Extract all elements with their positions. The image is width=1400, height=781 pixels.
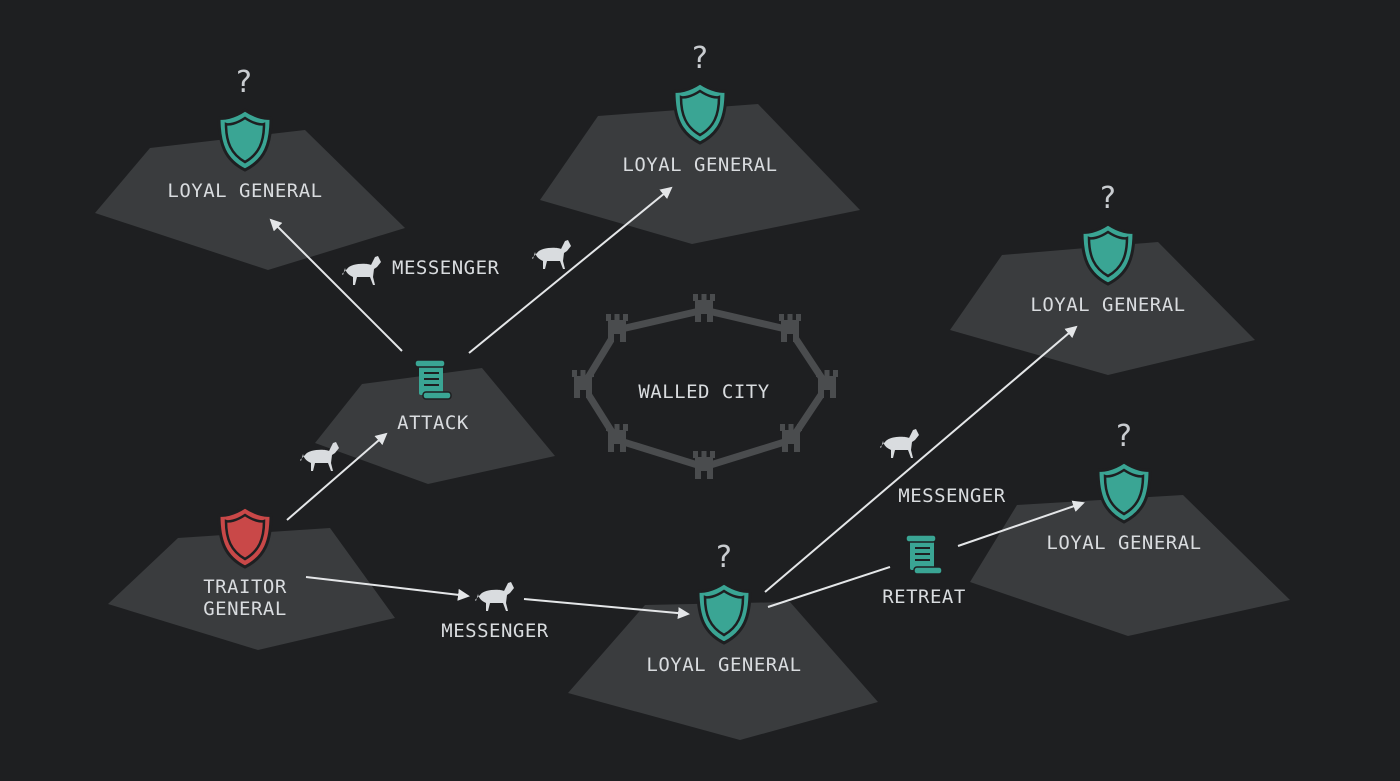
message-arrows [269,186,1085,620]
loyal-general-3: ? LOYAL GENERAL [1030,181,1185,316]
arrow-g5-to-retreat [767,566,891,608]
arrow-attack-to-g2 [468,186,673,354]
arrow-retreat-to-g4 [957,500,1085,547]
unknown-status: ? [236,65,252,100]
retreat-order: RETREAT [882,534,966,608]
horse-icon [532,240,571,269]
unknown-status: ? [1100,181,1116,216]
arrow-g5-to-g3 [764,325,1078,593]
arrow-traitor-to-g5-b [523,598,690,620]
general-label: LOYAL GENERAL [1046,532,1201,554]
attack-label: ATTACK [397,412,469,434]
platform-attack [315,368,555,484]
traitor-label-line2: GENERAL [203,598,287,620]
platform-g3 [950,242,1255,375]
tower-icon [693,294,715,322]
horse-icon [475,582,514,611]
messenger-3: MESSENGER [880,429,1006,507]
loyal-general-5: ? LOYAL GENERAL [646,540,801,676]
messenger-label: MESSENGER [441,620,549,642]
tower-icon [816,370,838,398]
tower-icon [572,370,594,398]
messenger-2: MESSENGER [441,582,549,642]
arrow-traitor-to-attack [286,432,388,521]
tower-icon [780,424,802,452]
tower-icon [606,314,628,342]
platform-g4 [970,495,1290,636]
arrow-traitor-to-g5 [305,576,470,601]
platform-g5 [568,602,878,740]
loyal-general-1: ? LOYAL GENERAL [167,65,322,202]
platform-traitor [108,528,395,650]
arrow-attack-to-g1 [269,218,403,352]
tower-icon [606,424,628,452]
city-label: WALLED CITY [638,381,769,403]
horse-icon [300,442,339,471]
unknown-status: ? [1116,419,1132,454]
horse-icon [342,256,381,285]
walled-city: WALLED CITY [572,294,838,479]
scroll-icon [905,534,943,575]
attack-order: ATTACK [397,359,469,434]
unknown-status: ? [692,41,708,76]
general-label: LOYAL GENERAL [167,180,322,202]
platform-g2 [540,104,860,244]
loyal-general-2: ? LOYAL GENERAL [622,41,777,176]
tower-icon [693,451,715,479]
tower-icon [779,314,801,342]
messenger-label: MESSENGER [392,257,500,279]
unknown-status: ? [716,540,732,575]
traitor-general: TRAITOR GENERAL [203,505,287,620]
retreat-label: RETREAT [882,586,966,608]
traitor-label-line1: TRAITOR [203,576,287,598]
platform-g1 [95,130,405,270]
messenger-label: MESSENGER [898,485,1006,507]
messenger-1: MESSENGER [342,256,500,285]
horse-icon [880,429,919,458]
general-label: LOYAL GENERAL [622,154,777,176]
loyal-general-4: ? LOYAL GENERAL [1046,419,1201,554]
general-label: LOYAL GENERAL [1030,294,1185,316]
general-label: LOYAL GENERAL [646,654,801,676]
platforms [95,104,1290,740]
